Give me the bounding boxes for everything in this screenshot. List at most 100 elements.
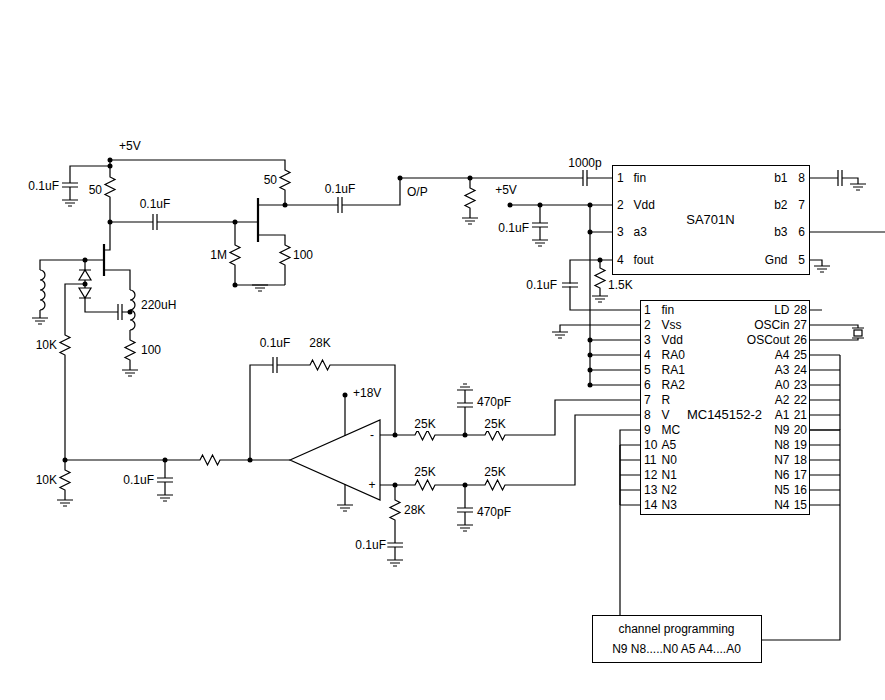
schematic-stroke [230, 240, 240, 270]
schematic-stroke [108, 164, 113, 169]
pin-name: OSCout [747, 333, 790, 347]
schematic-stroke [79, 270, 91, 298]
schematic-stroke [854, 330, 862, 336]
schematic-stroke [104, 198, 258, 276]
part-name: channel programming [618, 622, 734, 636]
pin-number: 27 [793, 318, 808, 332]
pin-name: Gnd [765, 253, 788, 267]
pin-name: N0 [662, 453, 677, 467]
pin-name: N7 [774, 453, 789, 467]
pin-number: 24 [793, 363, 808, 377]
schematic-stroke [575, 170, 595, 186]
pin-number: 8 [797, 171, 806, 185]
pin-name: b1 [774, 171, 787, 185]
pin-number: 6 [643, 378, 652, 392]
schematic-stroke [252, 285, 268, 291]
schematic-stroke [457, 525, 473, 531]
pin-name: A1 [775, 408, 790, 422]
component-value: 50 [263, 173, 278, 187]
pin-name: RA2 [662, 378, 685, 392]
signal-wire [620, 430, 640, 615]
schematic-stroke [110, 304, 130, 320]
pin-name: N8 [774, 438, 789, 452]
schematic-stroke [480, 430, 510, 440]
component-value: 25K [413, 465, 436, 479]
pin-number: 2 [643, 318, 652, 332]
schematic-stroke [814, 266, 830, 272]
component-value: 25K [413, 417, 436, 431]
schematic-stroke [588, 230, 593, 235]
schematic-stroke [457, 395, 473, 415]
component-value: 28K [403, 503, 426, 517]
pin-name: N3 [662, 498, 677, 512]
pin-number: 12 [643, 468, 658, 482]
component-value: 470pF [476, 505, 512, 519]
pin-name: MC [662, 423, 681, 437]
pin-number: 3 [616, 225, 625, 239]
component-value: 10K [35, 338, 58, 352]
pin-name: A2 [775, 393, 790, 407]
pin-number: 2 [616, 198, 625, 212]
component-value: 0.1uF [139, 197, 172, 211]
schematic-stroke [108, 220, 113, 225]
schematic-stroke [457, 384, 473, 390]
pin-name: N1 [662, 468, 677, 482]
pin-name: A4 [775, 348, 790, 362]
schematic-stroke [538, 203, 543, 208]
pin-number: 10 [643, 438, 658, 452]
schematic-stroke [387, 560, 403, 566]
schematic-stroke [60, 465, 70, 495]
pin-name: Vss [662, 318, 682, 332]
input-sign: - [369, 428, 375, 442]
component-value: 0.1uF [259, 336, 292, 350]
schematic-stroke [108, 158, 113, 163]
pin-name: N6 [774, 468, 789, 482]
pin-name: A0 [775, 378, 790, 392]
pin-number: 4 [616, 253, 625, 267]
pin-name: N9 N8.....N0 A5 A4....A0 [612, 642, 741, 656]
schematic-stroke [62, 200, 78, 206]
schematic-stroke [393, 433, 398, 438]
resistor-symbol [60, 165, 605, 525]
schematic-stroke [195, 455, 225, 465]
pin-name: N5 [774, 483, 789, 497]
process-box: channel programming N9 N8.....N0 A5 A4...… [592, 615, 762, 663]
pin-number: 6 [797, 225, 806, 239]
diode-symbol [79, 270, 91, 298]
schematic-stroke [125, 335, 135, 365]
pin-number: 28 [793, 303, 808, 317]
schematic-stroke [508, 203, 513, 208]
wire [40, 160, 885, 560]
input-sign: + [367, 478, 376, 492]
schematic-stroke [457, 500, 473, 520]
pin-name: LD [774, 303, 789, 317]
schematic-stroke [850, 184, 866, 190]
pin-number: 19 [793, 438, 808, 452]
pin-number: 4 [643, 348, 652, 362]
opamp-symbol [290, 420, 380, 500]
schematic-stroke [588, 353, 593, 358]
schematic-stroke [830, 170, 850, 186]
schematic-stroke [233, 283, 238, 288]
schematic-stroke [63, 458, 68, 463]
pin-name: fin [634, 171, 647, 185]
schematic-stroke [32, 318, 48, 324]
component-value: +5V [494, 183, 518, 197]
schematic-stroke [462, 218, 478, 224]
schematic-stroke [852, 328, 864, 338]
schematic-stroke [480, 480, 510, 490]
schematic-stroke [290, 420, 380, 500]
schematic-stroke [390, 495, 400, 525]
pin-name: A5 [662, 438, 677, 452]
component-value: 0.1uF [525, 278, 558, 292]
component-value: 10K [35, 473, 58, 487]
component-value: 1000p [567, 156, 602, 170]
pin-name: N4 [774, 498, 789, 512]
ic-package: SA701NfinVdda3foutb1b2b3Gnd [612, 165, 810, 275]
pin-number: 17 [793, 468, 808, 482]
component-value: 25K [483, 417, 506, 431]
pin-number: 15 [793, 498, 808, 512]
pin-name: RA0 [662, 348, 685, 362]
pin-name: b3 [774, 225, 787, 239]
pin-number: 22 [793, 393, 808, 407]
